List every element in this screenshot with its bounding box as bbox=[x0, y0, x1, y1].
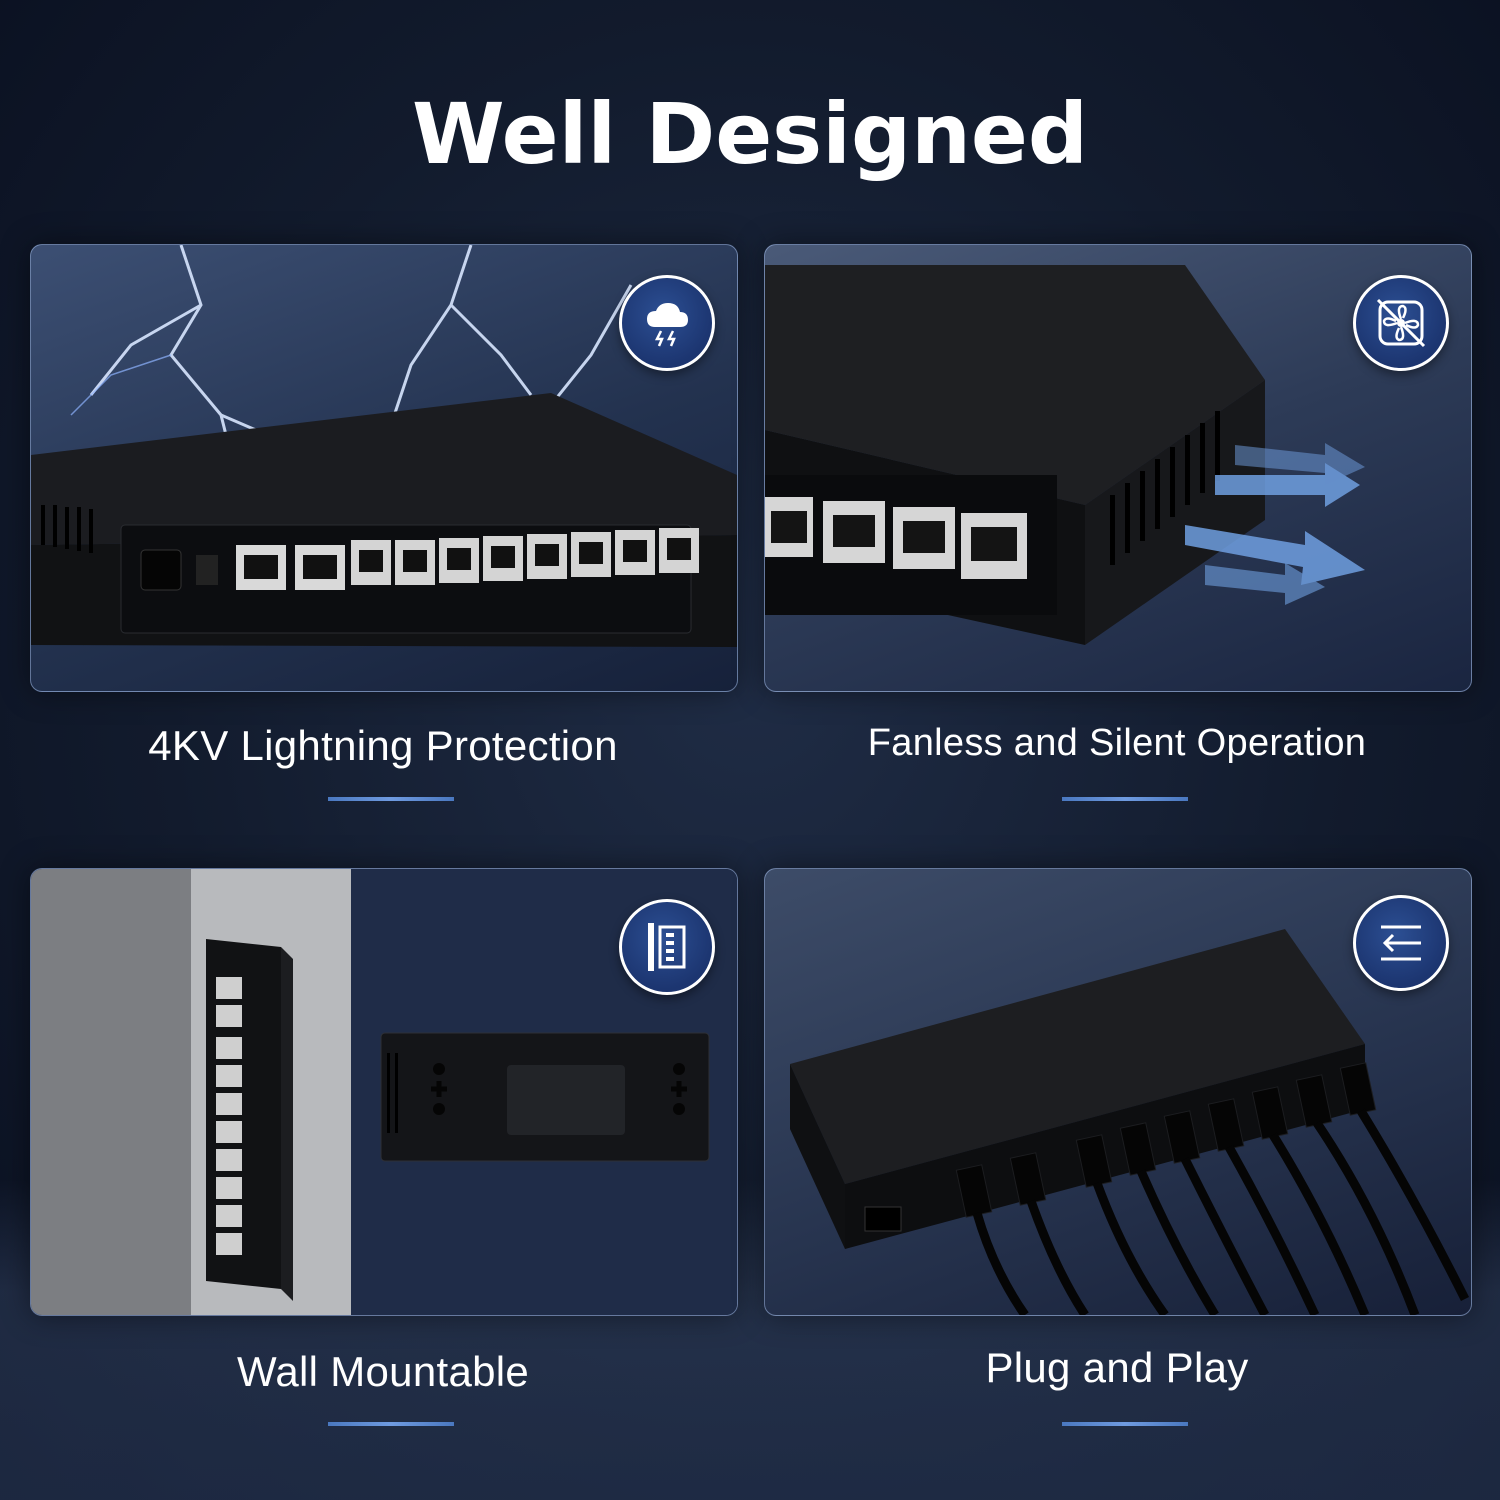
feature-caption-plug-and-play: Plug and Play bbox=[985, 1344, 1249, 1391]
feature-panel-plug-and-play bbox=[764, 868, 1472, 1316]
switch-airflow-illustration bbox=[765, 265, 1365, 645]
feature-panel-wall-mount bbox=[30, 868, 738, 1316]
caption-underline bbox=[328, 797, 454, 801]
caption-underline bbox=[1062, 1422, 1188, 1426]
storm-cloud-icon bbox=[619, 275, 715, 371]
feature-caption-wall-mount: Wall Mountable bbox=[236, 1348, 530, 1395]
switch-with-lightning-illustration bbox=[31, 245, 737, 647]
wall-mount-icon bbox=[619, 899, 715, 995]
feature-panel-lightning bbox=[30, 244, 738, 692]
no-fan-icon bbox=[1353, 275, 1449, 371]
page-title: Well Designed bbox=[412, 85, 1088, 183]
switch-with-cables-illustration bbox=[790, 929, 1470, 1315]
caption-underline bbox=[328, 1422, 454, 1426]
feature-caption-lightning: 4KV Lightning Protection bbox=[148, 722, 618, 769]
feature-caption-fanless: Fanless and Silent Operation bbox=[867, 722, 1367, 764]
plug-and-play-icon bbox=[1353, 895, 1449, 991]
caption-underline bbox=[1062, 797, 1188, 801]
feature-panel-fanless bbox=[764, 244, 1472, 692]
